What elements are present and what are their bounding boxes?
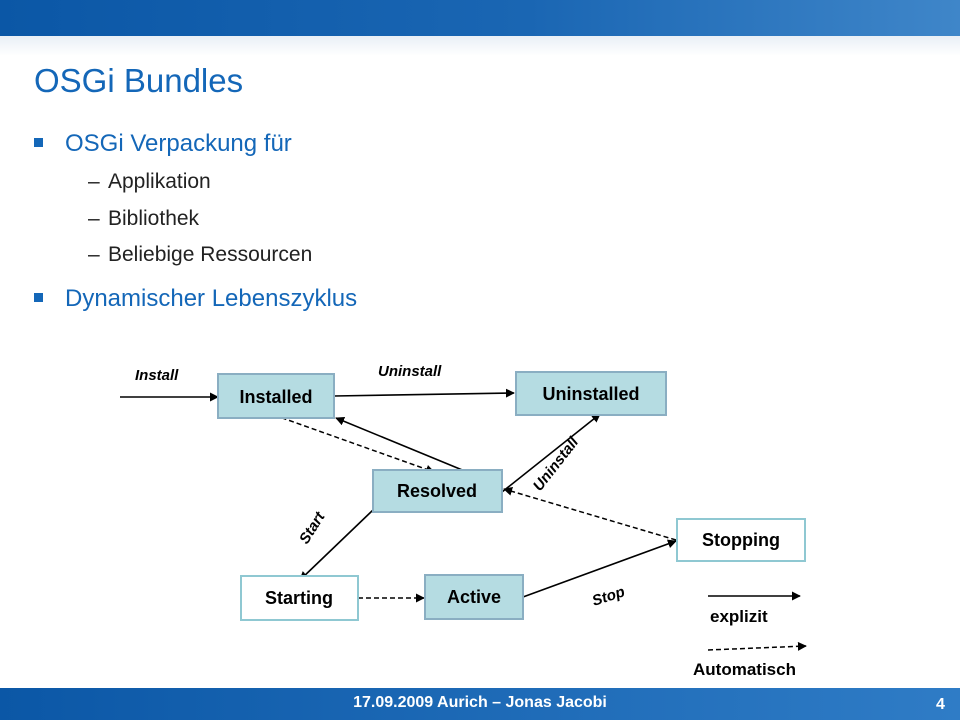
- state-resolved-label: Resolved: [397, 481, 477, 501]
- sub-bullet-text: Beliebige Ressourcen: [108, 243, 313, 266]
- legend-automatic-label: Automatisch: [693, 660, 796, 679]
- state-installed-label: Installed: [239, 387, 312, 407]
- sub-bullet-library: –Bibliothek: [88, 207, 199, 231]
- sub-bullet-application: –Applikation: [88, 170, 211, 194]
- installed-to-resolved-arrow: [273, 414, 435, 474]
- state-active-label: Active: [447, 587, 501, 607]
- state-installed: [217, 373, 335, 419]
- legend-automatic-arrow: [707, 641, 807, 651]
- legend-explicit-label: explizit: [710, 607, 768, 626]
- sub-bullet-resources: –Beliebige Ressourcen: [88, 243, 312, 267]
- bullet-text: Dynamischer Lebenszyklus: [65, 285, 358, 312]
- uninstall-label-top: Uninstall: [378, 363, 442, 380]
- state-uninstalled-label: Uninstalled: [542, 384, 639, 404]
- state-starting-label: Starting: [265, 588, 333, 608]
- footer-text: 17.09.2009 Aurich – Jonas Jacobi: [353, 694, 607, 711]
- uninstall-arrow-diag: [501, 413, 601, 493]
- slide-title: OSGi Bundles: [34, 62, 244, 99]
- dash-marker: –: [88, 207, 100, 230]
- bullet-lifecycle: Dynamischer Lebenszyklus: [34, 285, 357, 313]
- header-band: [0, 36, 960, 56]
- bullet-packaging: OSGi Verpackung für: [34, 130, 292, 158]
- state-uninstalled: [515, 371, 667, 416]
- state-starting: [240, 575, 359, 621]
- state-stopping: [676, 518, 806, 562]
- state-active: [424, 574, 524, 620]
- bullet-square-icon: [34, 293, 43, 303]
- page-number: 4: [936, 696, 945, 713]
- stopping-to-resolved-arrow: [503, 486, 677, 541]
- sub-bullet-text: Bibliothek: [108, 207, 200, 230]
- uninstall-arrow-top: [333, 388, 515, 398]
- start-arrow: [299, 509, 374, 581]
- state-resolved: [372, 469, 503, 513]
- install-label: Install: [135, 367, 179, 384]
- sub-bullet-text: Applikation: [108, 170, 211, 193]
- footer-bar: [0, 688, 960, 720]
- bullet-square-icon: [34, 138, 43, 148]
- dash-marker: –: [88, 243, 100, 266]
- stop-label: Stop: [590, 583, 627, 609]
- state-stopping-label: Stopping: [702, 530, 780, 550]
- start-label: Start: [296, 508, 329, 547]
- resolve-to-installed-arrow: [335, 416, 473, 475]
- stop-arrow: [522, 539, 677, 598]
- bullet-text: OSGi Verpackung für: [65, 130, 292, 157]
- header-bar: [0, 0, 960, 36]
- dash-marker: –: [88, 170, 100, 193]
